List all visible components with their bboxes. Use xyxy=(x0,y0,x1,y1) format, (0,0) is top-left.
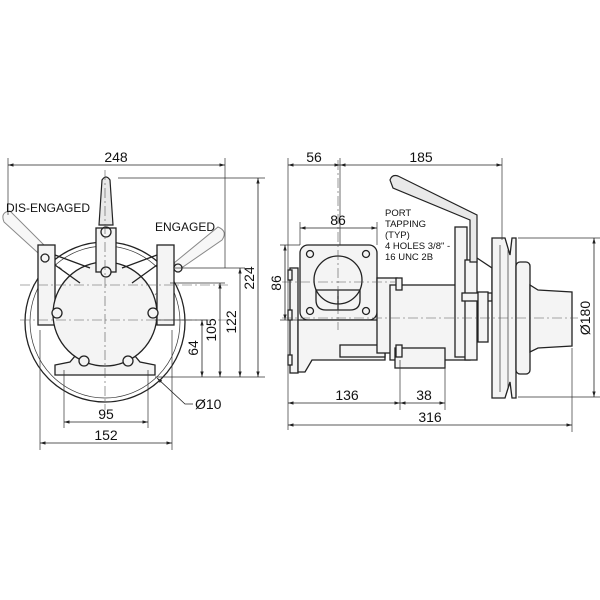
dim-152: 152 xyxy=(94,427,118,443)
dim-hole-diameter: Ø10 xyxy=(195,396,222,412)
dim-185: 185 xyxy=(409,149,433,165)
dim-248: 248 xyxy=(104,149,128,165)
clutch-lever xyxy=(389,174,478,263)
note-line: TAPPING xyxy=(385,219,426,230)
handle-post xyxy=(95,227,117,273)
handle-grip xyxy=(98,176,114,226)
label-engaged: ENGAGED xyxy=(155,220,215,234)
clutch-cone xyxy=(529,283,573,354)
note-line: 4 HOLES 3/8" - xyxy=(385,241,450,252)
dim-316: 316 xyxy=(418,409,442,425)
label-disengaged: DIS-ENGAGED xyxy=(6,201,90,215)
dim-56: 56 xyxy=(306,149,322,165)
note-line: PORT xyxy=(385,208,411,219)
dim-38: 38 xyxy=(416,387,432,403)
dim-95: 95 xyxy=(98,406,114,422)
dim-136: 136 xyxy=(335,387,359,403)
dim-105: 105 xyxy=(203,318,219,342)
dim-port-width: 86 xyxy=(330,212,346,228)
note-line: 16 UNC 2B xyxy=(385,252,433,263)
side-view: 56 185 86 86 136 38 316 Ø180 PORT TAPPIN… xyxy=(268,149,600,432)
dim-pulley-diameter: Ø180 xyxy=(577,301,593,335)
dim-64: 64 xyxy=(185,340,201,356)
note-line: (TYP) xyxy=(385,230,410,241)
dim-port-height: 86 xyxy=(268,275,284,291)
dim-122: 122 xyxy=(223,310,239,334)
port-tapping-note: PORT TAPPING (TYP) 4 HOLES 3/8" - 16 UNC… xyxy=(385,208,450,263)
port-bolts xyxy=(305,249,371,316)
front-view: 248 DIS-ENGAGED ENGAGED 224 122 105 64 9… xyxy=(2,149,265,450)
dim-224: 224 xyxy=(241,266,257,290)
